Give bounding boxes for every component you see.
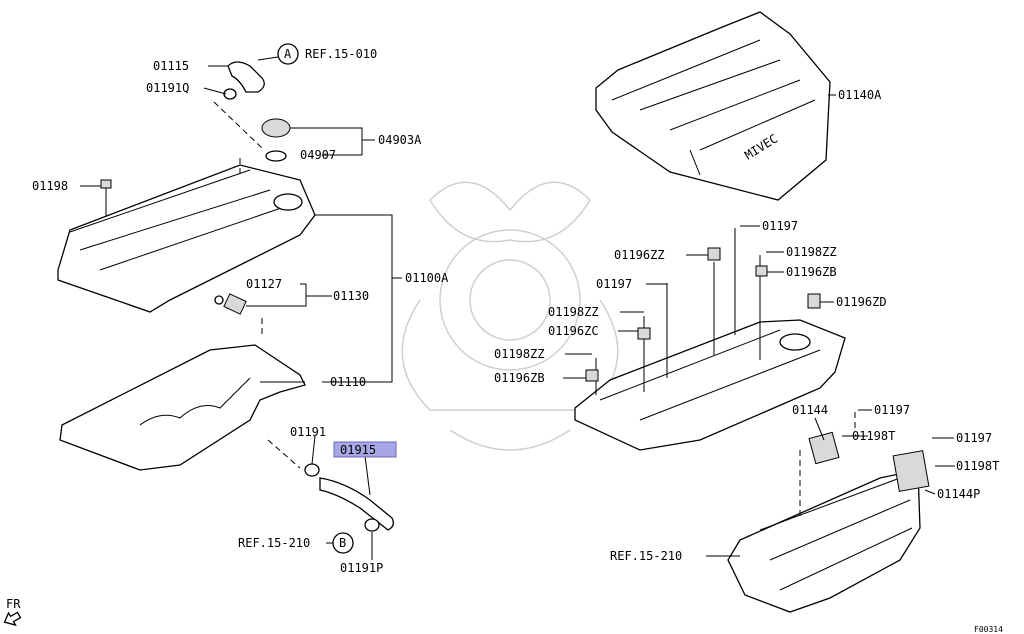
label-01191q[interactable]: 01191Q [146,81,189,95]
watermark-emblem [401,181,619,451]
label-01197-d[interactable]: 01197 [956,431,992,445]
label-01191p[interactable]: 01191P [340,561,383,575]
bracket-01196zb-b [585,369,599,382]
manifold-routing [799,412,856,520]
figure-code: F00314 [974,625,1003,634]
callout-a-ref: REF.15-010 [305,47,377,61]
label-01196zc[interactable]: 01196ZC [548,324,599,338]
label-01196zz[interactable]: 01196ZZ [614,248,665,262]
callout-b-ref: REF.15-210 [238,536,310,550]
right-leaders [563,225,955,557]
bracket-01144p [892,450,930,492]
label-01100a[interactable]: 01100A [405,271,449,285]
clamp-01191q [223,88,237,100]
label-01130[interactable]: 01130 [333,289,369,303]
clamp-01191 [304,463,320,477]
callout-b-circle [332,532,354,554]
clip-01196zd [807,293,821,309]
bracket-01144 [808,431,840,465]
oil-cap [261,118,291,138]
label-01915[interactable]: 01915 [340,443,376,457]
label-04903a[interactable]: 04903A [378,133,422,147]
label-01197-b[interactable]: 01197 [596,277,632,291]
routing-lines [213,101,301,469]
label-01196zb-b[interactable]: 01196ZB [494,371,545,385]
label-01140a[interactable]: 01140A [838,88,882,102]
label-01197-c[interactable]: 01197 [874,403,910,417]
engine-cover [595,11,831,201]
label-01127[interactable]: 01127 [246,277,282,291]
clamp-01191p [364,518,380,532]
hose-01915 [319,477,394,531]
highlight-01915 [333,441,397,458]
oring-04907 [265,150,287,162]
fr-arrow-icon [3,611,22,627]
label-01115[interactable]: 01115 [153,59,189,73]
label-01144[interactable]: 01144 [792,403,828,417]
label-01110[interactable]: 01110 [330,375,366,389]
intake-manifold [727,469,921,613]
hose-01115 [227,61,265,93]
label-01198t-a[interactable]: 01198T [852,429,895,443]
rocker-cover [57,164,316,313]
label-01197-a[interactable]: 01197 [762,219,798,233]
label-01198[interactable]: 01198 [32,179,68,193]
bolt-head [100,179,112,189]
callout-a-letter: A [284,47,292,61]
bracket-01196zb-a [755,265,768,277]
label-04907[interactable]: 04907 [300,148,336,162]
cylinder-head [574,319,846,451]
label-ref-manifold[interactable]: REF.15-210 [610,549,682,563]
bracket-01196zz [707,247,721,261]
label-01196zd[interactable]: 01196ZD [836,295,887,309]
bracket-01196zc [637,327,651,340]
label-01198t-b[interactable]: 01198T [956,459,999,473]
label-01196zb-a[interactable]: 01196ZB [786,265,837,279]
label-01191[interactable]: 01191 [290,425,326,439]
label-01198zz-a[interactable]: 01198ZZ [786,245,837,259]
label-01144p[interactable]: 01144P [937,487,980,501]
fr-label: FR [6,597,21,611]
callout-a-circle [277,43,299,65]
label-01198zz-b[interactable]: 01198ZZ [548,305,599,319]
label-01198zz-c[interactable]: 01198ZZ [494,347,545,361]
callout-b-letter: B [339,536,346,550]
rocker-gasket [59,344,306,471]
pcv-valve [223,293,247,315]
grommet [214,295,224,305]
